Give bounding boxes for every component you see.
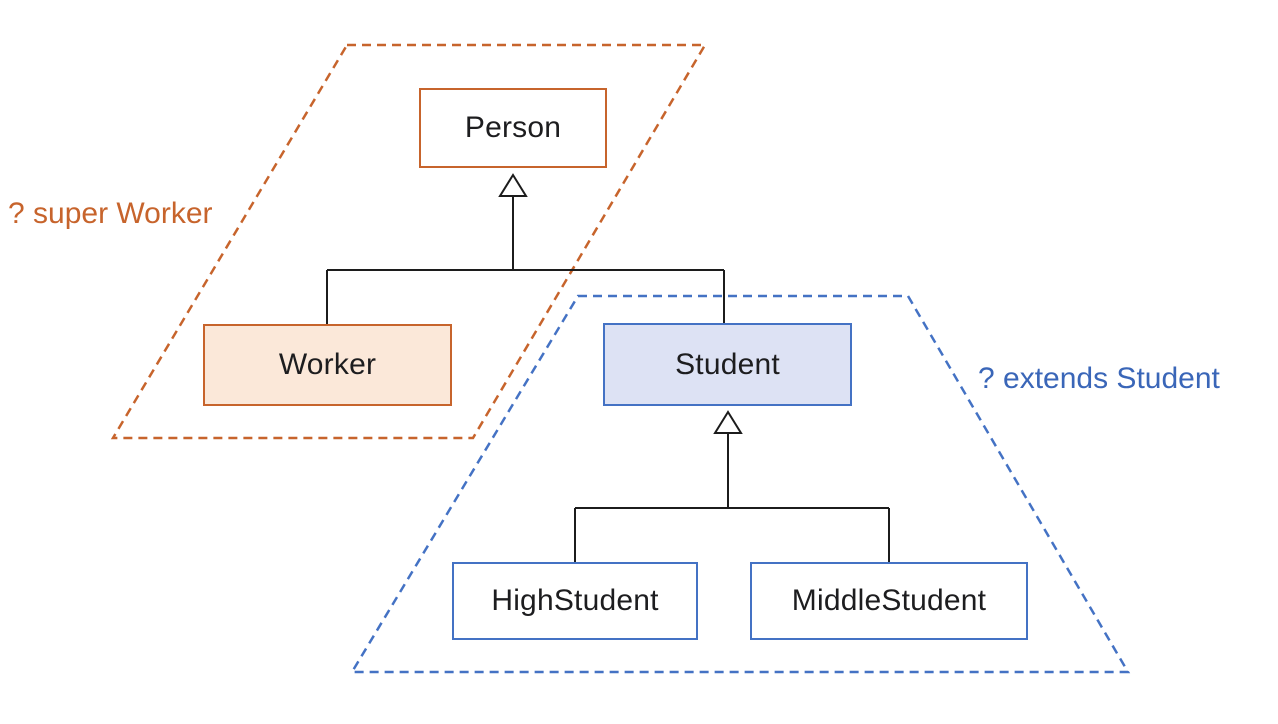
inheritance-arrow-person-icon <box>498 173 528 197</box>
annotation-super-worker: ? super Worker <box>8 197 213 230</box>
extends-student-group-outline <box>349 294 1131 674</box>
annotation-extends-student: ? extends Student <box>978 362 1220 395</box>
inheritance-connector-to-student <box>574 433 890 562</box>
inheritance-arrow-student-icon <box>713 410 743 434</box>
class-node-middle-student-label: MiddleStudent <box>791 584 987 617</box>
class-node-high-student: HighStudent <box>452 562 698 640</box>
super-worker-group-outline <box>110 43 708 440</box>
class-node-student-label: Student <box>675 347 780 381</box>
inheritance-connector-to-person <box>326 196 725 324</box>
class-node-worker-label: Worker <box>278 348 377 381</box>
class-node-student: Student <box>603 323 852 406</box>
class-node-person: Person <box>419 88 607 168</box>
class-node-worker: Worker <box>203 324 452 406</box>
class-node-middle-student: MiddleStudent <box>750 562 1028 640</box>
class-node-high-student-label: HighStudent <box>491 584 659 617</box>
class-node-person-label: Person <box>464 111 562 144</box>
